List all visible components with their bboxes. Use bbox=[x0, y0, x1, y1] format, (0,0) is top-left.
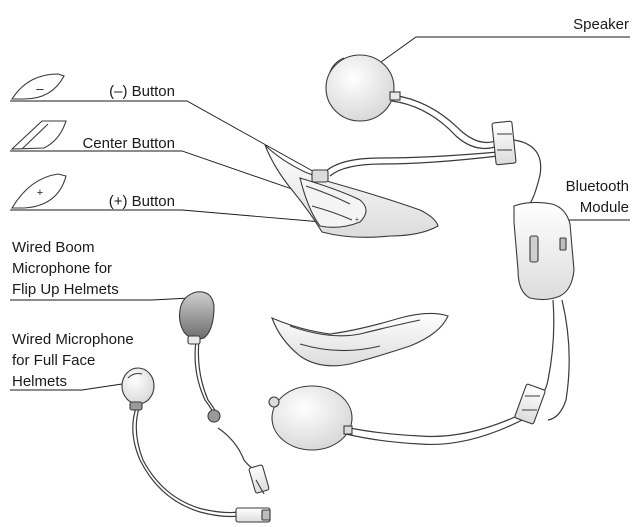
center-button-leader bbox=[10, 150, 319, 199]
center-button-label: Center Button bbox=[82, 135, 175, 152]
minus-button-leader bbox=[10, 100, 319, 175]
wired-mic-label: Wired Microphone for Full Face Helmets bbox=[12, 331, 134, 390]
speaker-cable-top-2 bbox=[391, 100, 499, 149]
wired-microphone-illustration bbox=[121, 367, 271, 523]
cable-clip-top bbox=[491, 120, 517, 166]
clip-to-pad-cable-2 bbox=[329, 155, 499, 177]
module-cable-down-1 bbox=[539, 299, 555, 394]
wired-mic-cable bbox=[132, 407, 241, 518]
boom-mic-leader bbox=[10, 297, 191, 301]
speaker2-cable bbox=[349, 409, 531, 438]
wired-mic-cable-2 bbox=[135, 407, 241, 514]
clip-to-pad-cable bbox=[324, 151, 499, 173]
boom-mic-arm-2 bbox=[197, 339, 219, 419]
plus-button-icon: + bbox=[11, 173, 67, 209]
minus-glyph-text: – bbox=[36, 81, 44, 96]
boom-microphone-illustration bbox=[178, 291, 270, 495]
remote-control-pad: + bbox=[264, 144, 439, 238]
pad-plus-glyph: + bbox=[355, 215, 360, 224]
minus-button-label: (–) Button bbox=[109, 83, 175, 100]
boom-mic-cable bbox=[217, 427, 257, 471]
plus-button-leader bbox=[10, 209, 323, 223]
plus-button-label: (+) Button bbox=[108, 193, 175, 210]
speaker-label: Speaker bbox=[573, 16, 629, 33]
wired-mic-leader bbox=[10, 383, 123, 391]
cable-clip-bottom bbox=[514, 383, 546, 425]
speaker2-cable-2 bbox=[345, 415, 531, 446]
center-button-icon bbox=[10, 120, 67, 150]
speaker-bottom-illustration bbox=[268, 385, 353, 451]
cables bbox=[132, 94, 570, 518]
bluetooth-module-label: Bluetooth Module bbox=[565, 178, 629, 216]
module-cable-down-2 bbox=[547, 299, 570, 421]
wired-boom-mic-label: Wired Boom Microphone for Flip Up Helmet… bbox=[12, 239, 119, 298]
speaker-cable-top bbox=[391, 94, 499, 143]
speaker-top-illustration bbox=[325, 54, 401, 122]
clip-to-module-cable bbox=[513, 139, 542, 207]
plus-glyph-text: + bbox=[37, 187, 43, 199]
minus-button-icon: – bbox=[10, 73, 65, 100]
helmet-pad-illustration bbox=[271, 312, 449, 367]
bluetooth-module-illustration bbox=[513, 201, 575, 301]
speaker-leader bbox=[369, 36, 630, 71]
